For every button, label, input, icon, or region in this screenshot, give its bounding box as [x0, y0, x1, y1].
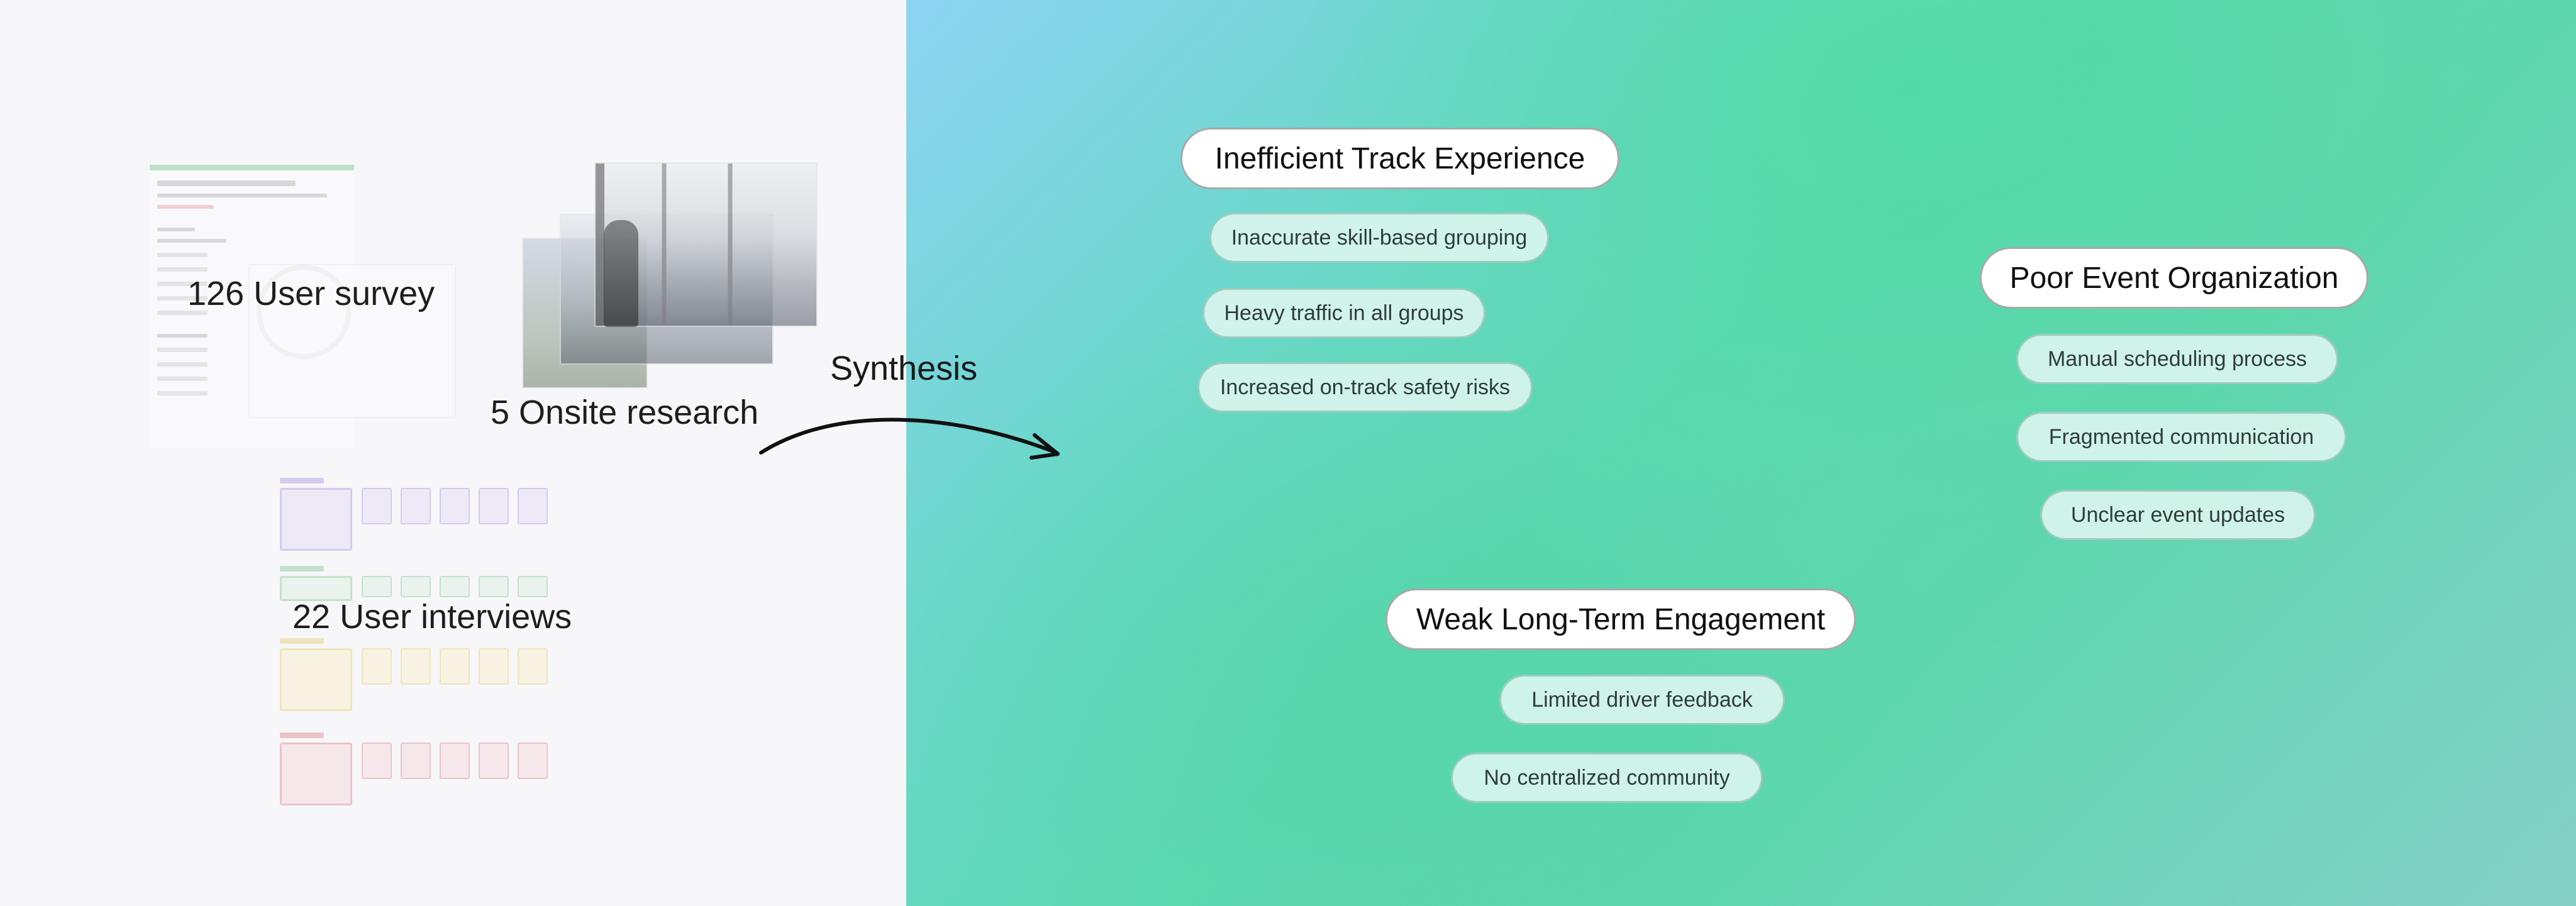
theme-pill-poor-event-organization: Poor Event Organization [1980, 247, 2368, 309]
finding-pill: Inaccurate skill-based grouping [1209, 213, 1549, 263]
board-sticky-note [518, 488, 548, 524]
board-sticky-note [280, 488, 352, 551]
board-row-label [280, 732, 324, 738]
board-sticky-note [518, 576, 548, 597]
board-sticky-note [440, 743, 470, 779]
interview-affinity-board [280, 478, 601, 817]
board-sticky-note [280, 648, 352, 711]
board-sticky-note [362, 576, 392, 597]
synthesis-arrow-icon [759, 417, 1060, 460]
board-sticky-note [280, 576, 352, 601]
finding-pill: Heavy traffic in all groups [1202, 288, 1485, 338]
interviews-label: 22 User interviews [292, 598, 572, 636]
board-sticky-note [362, 488, 392, 524]
finding-pill: Manual scheduling process [2016, 334, 2338, 384]
board-sticky-note [479, 648, 509, 685]
finding-pill: Unclear event updates [2040, 490, 2316, 540]
finding-pill: Fragmented communication [2016, 412, 2346, 462]
board-sticky-note [440, 488, 470, 524]
board-row-label [280, 566, 324, 572]
survey-chart-thumbnail [248, 264, 456, 418]
board-sticky-note [518, 743, 548, 779]
synthesis-label: Synthesis [830, 350, 978, 387]
board-sticky-note [401, 743, 431, 779]
survey-label: 126 User survey [187, 275, 435, 312]
finding-pill: Increased on-track safety risks [1197, 362, 1533, 412]
survey-form-thumbnail [150, 165, 354, 448]
board-sticky-note [401, 576, 431, 597]
board-sticky-note [479, 743, 509, 779]
onsite-research-label: 5 Onsite research [491, 394, 759, 431]
board-sticky-note [401, 488, 431, 524]
finding-pill: No centralized community [1451, 753, 1763, 803]
board-row-label [280, 478, 324, 483]
onsite-person-figure [604, 220, 638, 327]
finding-pill: Limited driver feedback [1499, 675, 1785, 725]
board-row-label [280, 638, 324, 644]
theme-pill-weak-long-term-engagement: Weak Long-Term Engagement [1385, 588, 1856, 650]
board-sticky-note [479, 576, 509, 597]
research-sources-panel: 126 User survey 5 Onsite research 22 Use… [0, 0, 906, 906]
board-sticky-note [440, 576, 470, 597]
board-sticky-note [401, 648, 431, 685]
board-sticky-note [362, 743, 392, 779]
board-sticky-note [362, 648, 392, 685]
board-sticky-note [280, 743, 352, 805]
board-sticky-note [440, 648, 470, 685]
board-sticky-note [479, 488, 509, 524]
board-sticky-note [518, 648, 548, 685]
theme-pill-inefficient-track-experience: Inefficient Track Experience [1180, 128, 1619, 189]
